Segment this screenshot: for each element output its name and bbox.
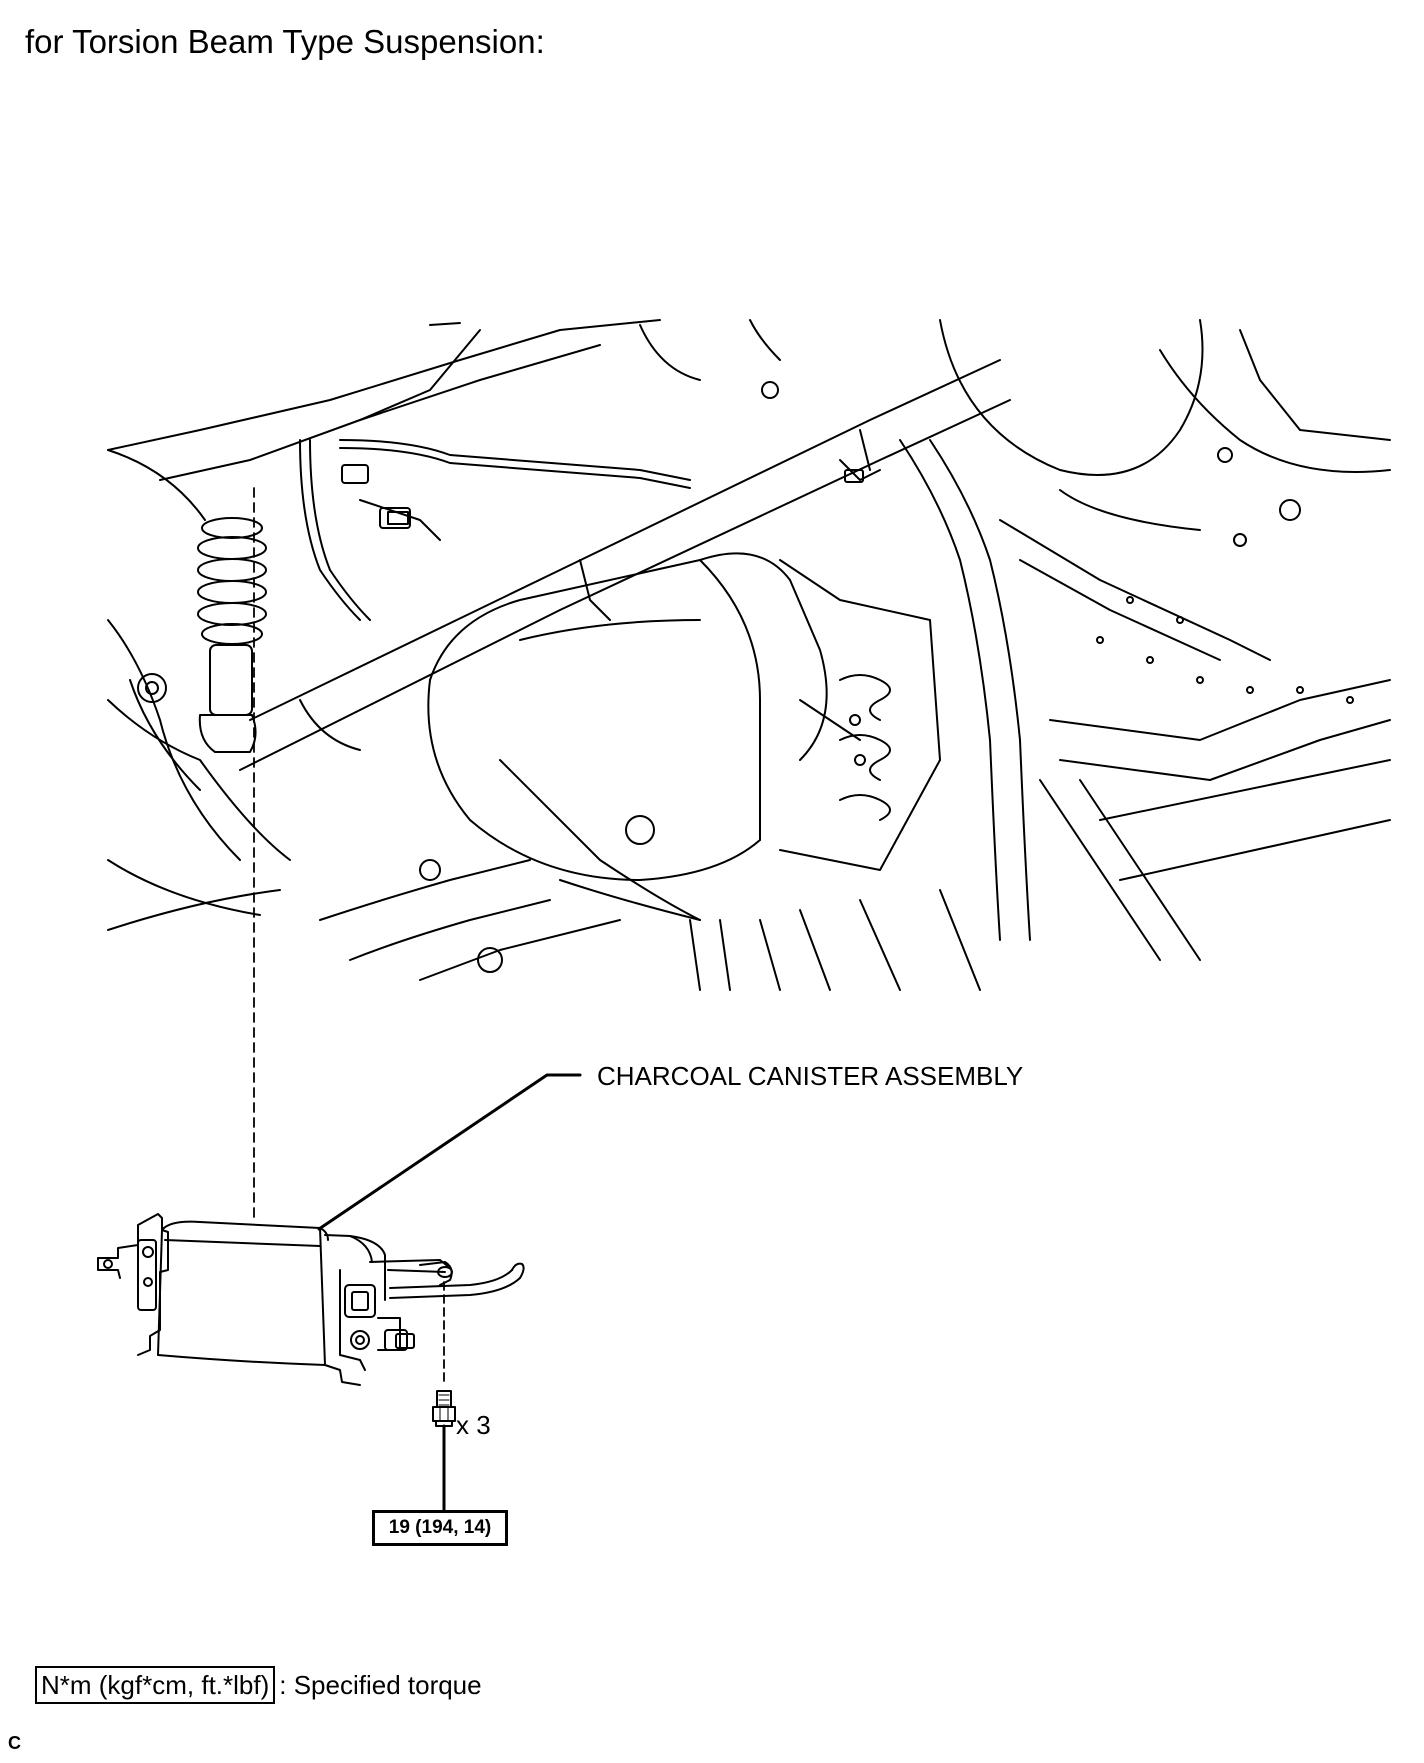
heat-shield — [839, 674, 891, 821]
page-title: for Torsion Beam Type Suspension: — [25, 23, 545, 60]
bolt-icon — [432, 1390, 456, 1427]
torque-unit-box: N*m (kgf*cm, ft.*lbf) — [35, 1666, 276, 1704]
fuel-tank — [427, 552, 941, 881]
charcoal-canister — [97, 1213, 525, 1386]
vehicle-underbody-illustration — [107, 319, 1391, 991]
floor-rails — [899, 439, 1391, 961]
torque-legend-description: : Specified torque — [279, 1669, 482, 1700]
pipes — [299, 439, 1201, 921]
bolt-quantity-label: x 3 — [456, 1410, 491, 1440]
torque-legend: N*m (kgf*cm, ft.*lbf) : Specified torque — [35, 1665, 482, 1705]
charcoal-canister-label: CHARCOAL CANISTER ASSEMBLY — [597, 1061, 1024, 1091]
torsion-beam — [239, 359, 1011, 771]
torque-spec-box: 19 (194, 14) — [372, 1510, 508, 1546]
part-leader-line — [317, 1073, 582, 1231]
corner-code: C — [8, 1733, 21, 1753]
coil-spring — [197, 517, 267, 753]
floor-panels — [319, 859, 981, 991]
